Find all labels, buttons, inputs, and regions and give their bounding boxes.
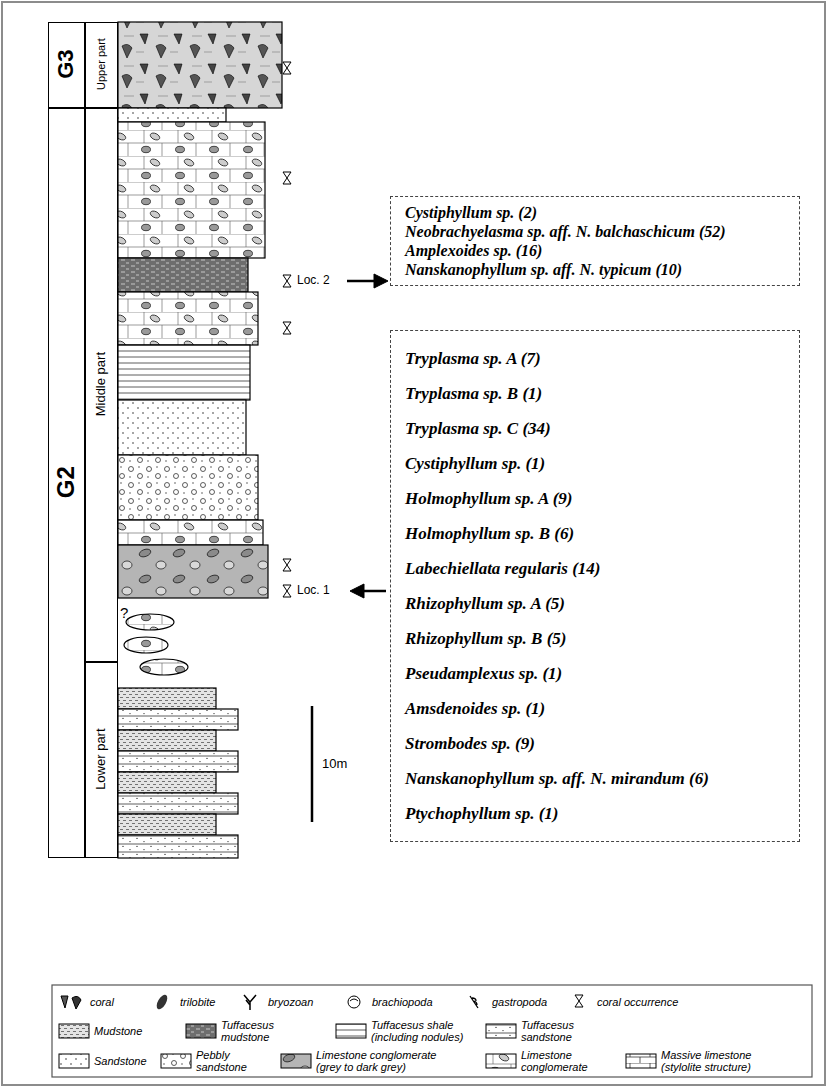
legend-swatch <box>625 1051 657 1071</box>
species-entry: Nanskanophyllum sp. aff. N. typicum (10) <box>405 260 682 279</box>
species-entry: Nanskanophyllum sp. aff. N. mirandum (6) <box>405 761 709 796</box>
legend-box <box>52 985 812 1077</box>
group-name: G2 <box>53 111 79 853</box>
legend-text: Tuffacesus mudstone <box>221 1019 291 1043</box>
legend-text: bryozoan <box>268 996 324 1008</box>
part-name: Lower part <box>94 665 108 853</box>
species-entry: Rhizophyllum sp. B (5) <box>405 621 567 656</box>
species-entry: Cystiphyllum sp. (2) <box>405 203 537 222</box>
legend-text: Sandstone <box>94 1055 154 1067</box>
legend-text: Tuffacesus sandstone <box>521 1019 596 1043</box>
part-band: Upper part <box>85 22 118 108</box>
legend-item: gastropoda <box>460 989 556 1015</box>
legend-item: coral occurrence <box>565 989 697 1015</box>
legend-text: trilobite <box>180 996 228 1008</box>
species-entry: Holmophyllum sp. B (6) <box>405 516 574 551</box>
legend-swatch <box>58 1051 90 1071</box>
legend-text: Tuffacesus shale (including nodules) <box>371 1019 476 1043</box>
legend-item: bryozoan <box>236 989 324 1015</box>
legend-item: Tuffacesus sandstone <box>485 1018 596 1044</box>
legend-item: Tuffacesus shale (including nodules) <box>335 1018 476 1044</box>
species-entry: Ptychophyllum sp. (1) <box>405 796 558 831</box>
uncertain-mark: ? <box>120 604 128 622</box>
legend-symbol <box>58 992 86 1012</box>
legend-swatch <box>185 1021 217 1041</box>
part-name: Upper part <box>95 26 107 104</box>
species-entry: Pseudamplexus sp. (1) <box>405 656 562 691</box>
legend-text: coral occurrence <box>597 996 697 1008</box>
coral-occurrence-symbols <box>283 62 291 597</box>
fossil-list-box: Tryplasma sp. A (7)Tryplasma sp. B (1)Tr… <box>390 330 800 842</box>
legend-text: brachiopoda <box>372 996 442 1008</box>
scale-label: 10m <box>322 756 347 772</box>
legend-swatch <box>485 1051 517 1071</box>
locality-label: Loc. 2 <box>297 273 330 287</box>
legend-symbol <box>148 992 176 1012</box>
legend-item: Pebbly sandstone <box>160 1048 258 1074</box>
legend-item: Limestone conglomerate (grey to dark gre… <box>280 1048 456 1074</box>
legend-item: Sandstone <box>58 1048 154 1074</box>
species-entry: Neobrachyelasma sp. aff. N. balchaschicu… <box>405 222 726 241</box>
legend-swatch <box>485 1021 517 1041</box>
species-entry: Tryplasma sp. A (7) <box>405 341 541 376</box>
legend-text: Pebbly sandstone <box>196 1049 258 1073</box>
legend-item: Limestone conglomerate <box>485 1048 606 1074</box>
fossil-list-box: Cystiphyllum sp. (2)Neobrachyelasma sp. … <box>390 196 800 286</box>
locality-label: Loc. 1 <box>297 583 330 597</box>
scale-bar <box>311 706 314 822</box>
species-entry: Tryplasma sp. C (34) <box>405 411 551 446</box>
part-band: Middle part <box>85 108 118 662</box>
species-entry: Labechiellata regularis (14) <box>405 551 600 586</box>
legend-symbol <box>460 992 488 1012</box>
species-entry: Cystiphyllum sp. (1) <box>405 446 545 481</box>
legend-symbol <box>565 992 593 1012</box>
legend-text: Limestone conglomerate <box>521 1049 606 1073</box>
legend-symbol <box>236 992 264 1012</box>
legend-item: brachiopoda <box>340 989 442 1015</box>
legend-item: Mudstone <box>58 1018 154 1044</box>
group-band: G2 <box>48 108 85 858</box>
legend-text: Massive limestone (stylolite structure) <box>661 1049 783 1073</box>
legend-swatch <box>280 1051 312 1071</box>
legend-text: gastropoda <box>492 996 556 1008</box>
group-name: G3 <box>54 26 78 104</box>
species-entry: Rhizophyllum sp. A (5) <box>405 586 565 621</box>
species-entry: Amsdenoides sp. (1) <box>405 691 545 726</box>
legend-text: coral <box>90 996 130 1008</box>
lithology-column <box>118 22 282 858</box>
locality-arrows <box>347 274 388 598</box>
legend-text: Limestone conglomerate (grey to dark gre… <box>316 1049 456 1073</box>
legend-item: Tuffacesus mudstone <box>185 1018 291 1044</box>
legend-swatch <box>58 1021 90 1041</box>
legend-item: trilobite <box>148 989 228 1015</box>
species-entry: Strombodes sp. (9) <box>405 726 535 761</box>
species-entry: Tryplasma sp. B (1) <box>405 376 542 411</box>
group-band: G3 <box>48 22 85 108</box>
part-band: Lower part <box>85 662 118 858</box>
species-entry: Amplexoides sp. (16) <box>405 241 542 260</box>
legend-swatch <box>335 1021 367 1041</box>
species-entry: Holmophyllum sp. A (9) <box>405 481 573 516</box>
legend-item: Massive limestone (stylolite structure) <box>625 1048 783 1074</box>
legend-symbol <box>340 992 368 1012</box>
legend-item: coral <box>58 989 130 1015</box>
part-name: Middle part <box>94 111 108 657</box>
legend-text: Mudstone <box>94 1025 154 1037</box>
legend-swatch <box>160 1051 192 1071</box>
